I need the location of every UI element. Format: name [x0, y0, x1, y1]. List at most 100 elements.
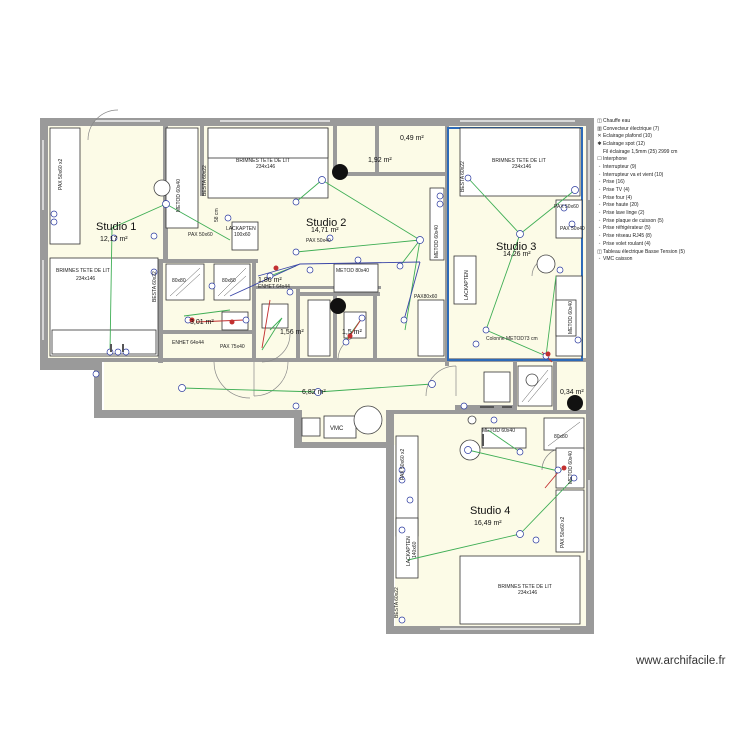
studio1-area: 12,17 m² [100, 236, 128, 243]
legend-label: Interrupteur va et vient (10) [603, 171, 664, 178]
legend-label: VMC caisson [603, 256, 633, 263]
enhet-bath2: ENHET 64x44 [258, 284, 290, 290]
bed1-size: 234x146 [76, 276, 95, 282]
legend-item: ▥Convecteur électrique (7) [596, 125, 746, 133]
pax-label-s1: PAX 50x60 [188, 232, 213, 238]
bed4-title: BRIMNES TETE DE LIT [498, 584, 552, 590]
besta-s3-rot: BESTA 60x22 [460, 161, 466, 192]
metod-s3-rot: METOD 60x40 [434, 225, 440, 258]
intercom-icon: ☐ [597, 156, 602, 163]
metod-studio1 [165, 127, 199, 229]
furniture-labels: BRIMNES TETE DE LIT 234x146 BRIMNES TETE… [56, 158, 585, 596]
dim-73: 73 cm [524, 336, 538, 342]
legend-item: ◦Prise réseau RJ45 (8) [596, 232, 746, 240]
legend-item: ◦Interrupteur (9) [596, 163, 746, 171]
legend-label: Prise réfrigérateur (5) [603, 225, 651, 232]
legend-label: Interphone [603, 156, 627, 163]
legend-item: ✱Eclairage spot (12) [596, 140, 746, 148]
laxapten-s2-size: 100x60 [234, 232, 251, 238]
legend-item: ☐Interphone [596, 155, 746, 163]
socket-icon: ◦ [598, 179, 601, 186]
legend-label: Tableau électrique Basse Tension (5) [603, 248, 685, 255]
laxapten-s4-rot: LACKAPTEN [406, 536, 412, 566]
shower-s4: 80x80 [554, 434, 568, 440]
walls [40, 118, 594, 634]
legend-label: Fil éclairage 1,5mm (25) 2999 cm [603, 148, 678, 155]
spot-light-icon: ✱ [597, 140, 602, 147]
studio2-area: 14,71 m² [311, 227, 339, 234]
legend-item: ◦Prise four (4) [596, 194, 746, 202]
hall-area: 6,82 m² [302, 389, 326, 396]
electric-panel-icon: ◫ [597, 248, 602, 255]
electrical-symbols [50, 174, 582, 624]
legend-label: Chauffe eau [603, 117, 631, 124]
pax-label-s3a: PAX 50x60 [554, 204, 579, 210]
pax-s1-rot: PAX 50x60 x2 [58, 158, 64, 190]
metod-col-rot: METOD 60x40 [568, 301, 574, 334]
wall-switches [110, 344, 512, 446]
legend-item: ◦Prise plaque de cuisson (5) [596, 217, 746, 225]
metod-s4-rot: METOD 60x40 [568, 451, 574, 484]
bed-studio3 [459, 127, 581, 197]
round-fixtures [153, 179, 556, 461]
bed-studio4 [459, 555, 581, 625]
legend-label: Prise haute (20) [603, 202, 639, 209]
shower-bath1: 80x80 [172, 278, 186, 284]
bath1-area: 3,01 m² [190, 319, 214, 326]
legend-item: ◦Prise réfrigérateur (5) [596, 225, 746, 233]
enhet-bath1: ENHET 64x44 [172, 340, 204, 346]
vmc-label: VMC [330, 426, 344, 432]
bed4-size: 234x146 [518, 590, 537, 596]
switch-icon: ◦ [598, 163, 601, 170]
legend-label: Prise four (4) [603, 194, 632, 201]
watermark: www.archifacile.fr [636, 655, 726, 667]
legend-item: ◦Interrupteur va et vient (10) [596, 171, 746, 179]
two-way-switch-icon: ◦ [598, 171, 601, 178]
room-labels: Studio 1 12,17 m² Studio 2 14,71 m² Stud… [96, 135, 584, 527]
pax-label-s3b: PAX 50x40 [560, 226, 585, 232]
laxapten-s2: LACKAPTEN [226, 226, 256, 232]
bed1-title: BRIMNES TETE DE LIT [56, 268, 110, 274]
tv-socket-icon: ◦ [598, 187, 601, 194]
pax-label-kitchen: PAX80x60 [414, 294, 437, 300]
washer-socket-icon: ◦ [598, 210, 601, 217]
laxapten-s3-rot: LACKAPTEN [464, 270, 470, 300]
studio2-name: Studio 2 [306, 217, 346, 229]
small-area: 1,5 m² [342, 329, 363, 336]
bed2-title: BRIMNES TETE DE LIT [236, 158, 290, 164]
legend-label: Interrupteur (9) [603, 163, 637, 170]
pax-studio1 [49, 127, 81, 245]
bath2-area: 1,86 m² [258, 277, 282, 284]
rj45-socket-icon: ◦ [598, 233, 601, 240]
pax-s4-rot: PAX 50x60 x2 [400, 448, 406, 480]
pax-label-s2: PAX 50x40 [306, 238, 331, 244]
shutter-socket-icon: ◦ [598, 240, 601, 247]
high-socket-icon: ◦ [598, 202, 601, 209]
legend-label: Prise plaque de cuisson (5) [603, 217, 664, 224]
legend-item: ◦Prise TV (4) [596, 186, 746, 194]
metod-s1-rot: METOD 60x40 [176, 179, 182, 212]
legend-label: Prise (16) [603, 179, 625, 186]
bed2-size: 234x146 [256, 164, 275, 170]
besta-s1-rot: BESTA 60x22 [152, 271, 158, 302]
legend-item: ◦Prise volet roulant (4) [596, 240, 746, 248]
closet-area: 0,34 m² [560, 389, 584, 396]
studio3-name: Studio 3 [496, 241, 536, 253]
water-heater-icon: ◫ [597, 117, 602, 124]
metod-s4: METOD 60x40 [482, 428, 515, 434]
studio3-area: 14,26 m² [503, 251, 531, 258]
wc-area: 1,56 m² [280, 329, 304, 336]
legend-item: ◦Prise haute (20) [596, 202, 746, 210]
convector-icon: ▥ [597, 125, 602, 132]
legend-item: Fil éclairage 1,5mm (25) 2999 cm [596, 148, 746, 156]
besta-s2-rot: BESTA 60x22 [202, 165, 208, 196]
laxapten-s4-size-rot: 140x60 [412, 541, 418, 558]
legend-label: Convecteur électrique (7) [603, 125, 660, 132]
colonne-label: Colonne METOD [486, 336, 524, 342]
legend-label: Prise réseau RJ45 (8) [603, 233, 652, 240]
structural-posts [330, 164, 583, 411]
oven-socket-icon: ◦ [598, 194, 601, 201]
legend-item: ◫Tableau électrique Basse Tension (5) [596, 248, 746, 256]
pax-s4b-rot: PAX 50x60 x2 [560, 516, 566, 548]
